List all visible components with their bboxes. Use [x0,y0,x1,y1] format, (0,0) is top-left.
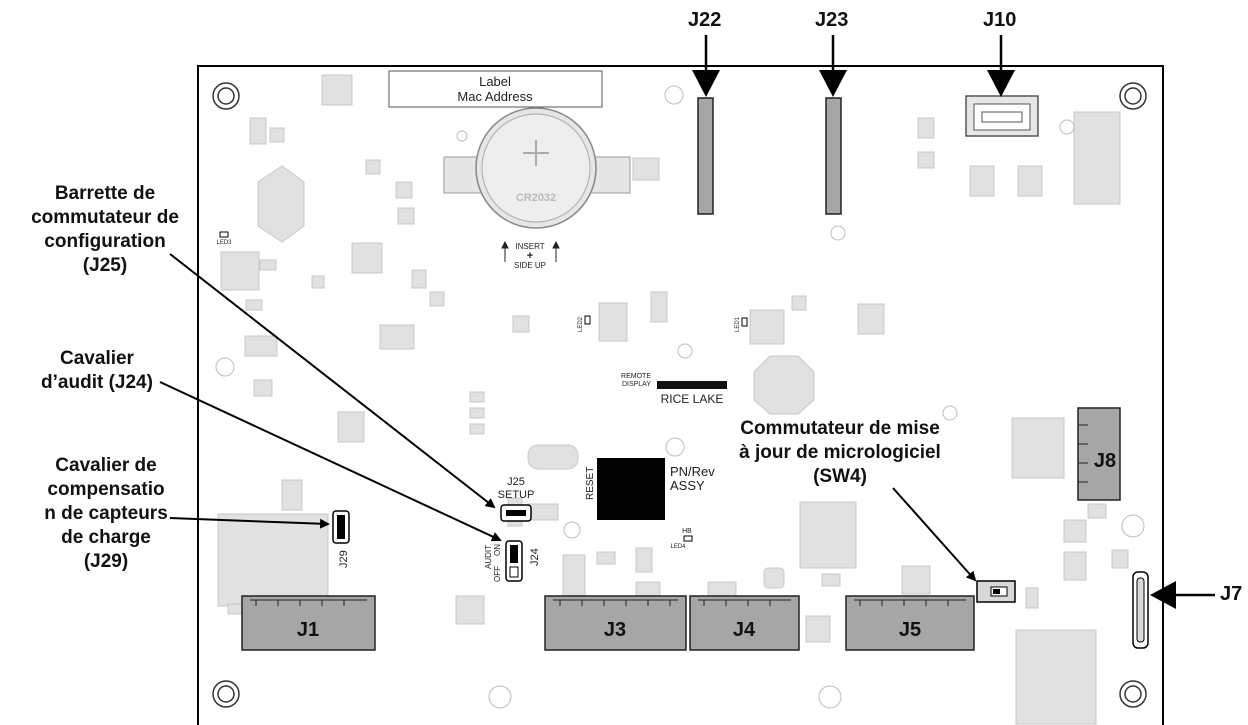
j24-jumper [510,545,518,563]
assy-label: ASSY [670,478,705,493]
terminal-blocks [241,595,975,651]
led4-label: LED4 [670,544,686,550]
side-up-label: SIDE UP [514,261,546,270]
board-outline [197,65,1164,725]
led1-label: LED1 [735,316,741,332]
j8-connector [1077,407,1121,501]
brand-label: RICE LAKE [661,392,724,406]
j25-jumper [506,510,526,516]
j24-board-label: J24 [529,548,541,566]
insert-plus: + [527,250,533,262]
setup-board-label: SETUP [498,489,535,501]
led4 [683,535,693,542]
reset-label: RESET [585,467,596,500]
display-label: DISPLAY [622,381,651,388]
j8-pins [1078,424,1088,483]
sw4-slider [993,589,1000,594]
j5-connector [845,595,975,651]
j7-callout-label: J7 [1220,583,1243,605]
setup-switch-callout: Barrette de commutateur de configuration… [31,183,179,276]
j22-header [697,97,714,215]
j3-label: J3 [604,619,626,641]
j25-board-label: J25 [507,476,525,488]
terminal-ticks [250,599,966,606]
j22-callout-label: J22 [688,9,722,31]
on-board-label: ON [493,544,502,556]
led3 [219,231,229,238]
pn-rev-label: PN/Rev [670,464,715,479]
sw4-leader [892,487,977,582]
mac-address-text: Mac Address [457,89,533,104]
mounting-holes [212,82,1147,708]
j8-label: J8 [1094,450,1116,472]
j29-jumper [337,515,345,539]
off-board-label: OFF [493,566,502,582]
j4-label: J4 [733,619,756,641]
firmware-switch-callout: Commutateur de mise à jour de micrologic… [739,418,941,487]
j5-label: J5 [899,619,921,641]
hb-label: HB [682,528,692,535]
j24-pin [509,566,519,578]
callout-leaders [159,253,977,582]
setup-leader [169,253,496,509]
battery-holder [443,107,631,229]
label-text: Label [479,74,511,89]
board-components [217,74,1129,725]
j4-connector [689,595,800,651]
j3-connector [544,595,687,651]
insert-arrows [501,240,560,262]
j23-header [825,97,842,215]
led2-label: LED2 [578,316,584,332]
processor-chip [597,458,665,520]
j7-inner [1136,577,1145,643]
mac-address-label-box [388,70,603,108]
j23-callout-label: J23 [815,9,849,31]
battery-label: CR2032 [516,192,556,204]
remote-display-connector [657,381,727,389]
insert-label: INSERT [515,242,544,251]
led1 [741,317,748,327]
led3-label: LED3 [216,240,232,246]
led2 [584,315,591,325]
j10-connector [965,95,1039,137]
load-cell-jumper-callout: Cavalier de compensatio n de capteurs de… [44,455,168,572]
j10-callout-label: J10 [983,9,1017,31]
audit-jumper-callout: Cavalier d’audit (J24) [41,348,153,393]
test-points [215,85,1145,709]
audit-leader [159,381,502,542]
audit-board-label: AUDIT [484,545,493,569]
remote-label: REMOTE [621,373,651,380]
callout-arrowheads [692,70,1176,609]
j29-leader [169,517,330,529]
j1-label: J1 [297,619,319,641]
j1-connector [241,595,376,651]
j29-board-label: J29 [338,550,350,568]
